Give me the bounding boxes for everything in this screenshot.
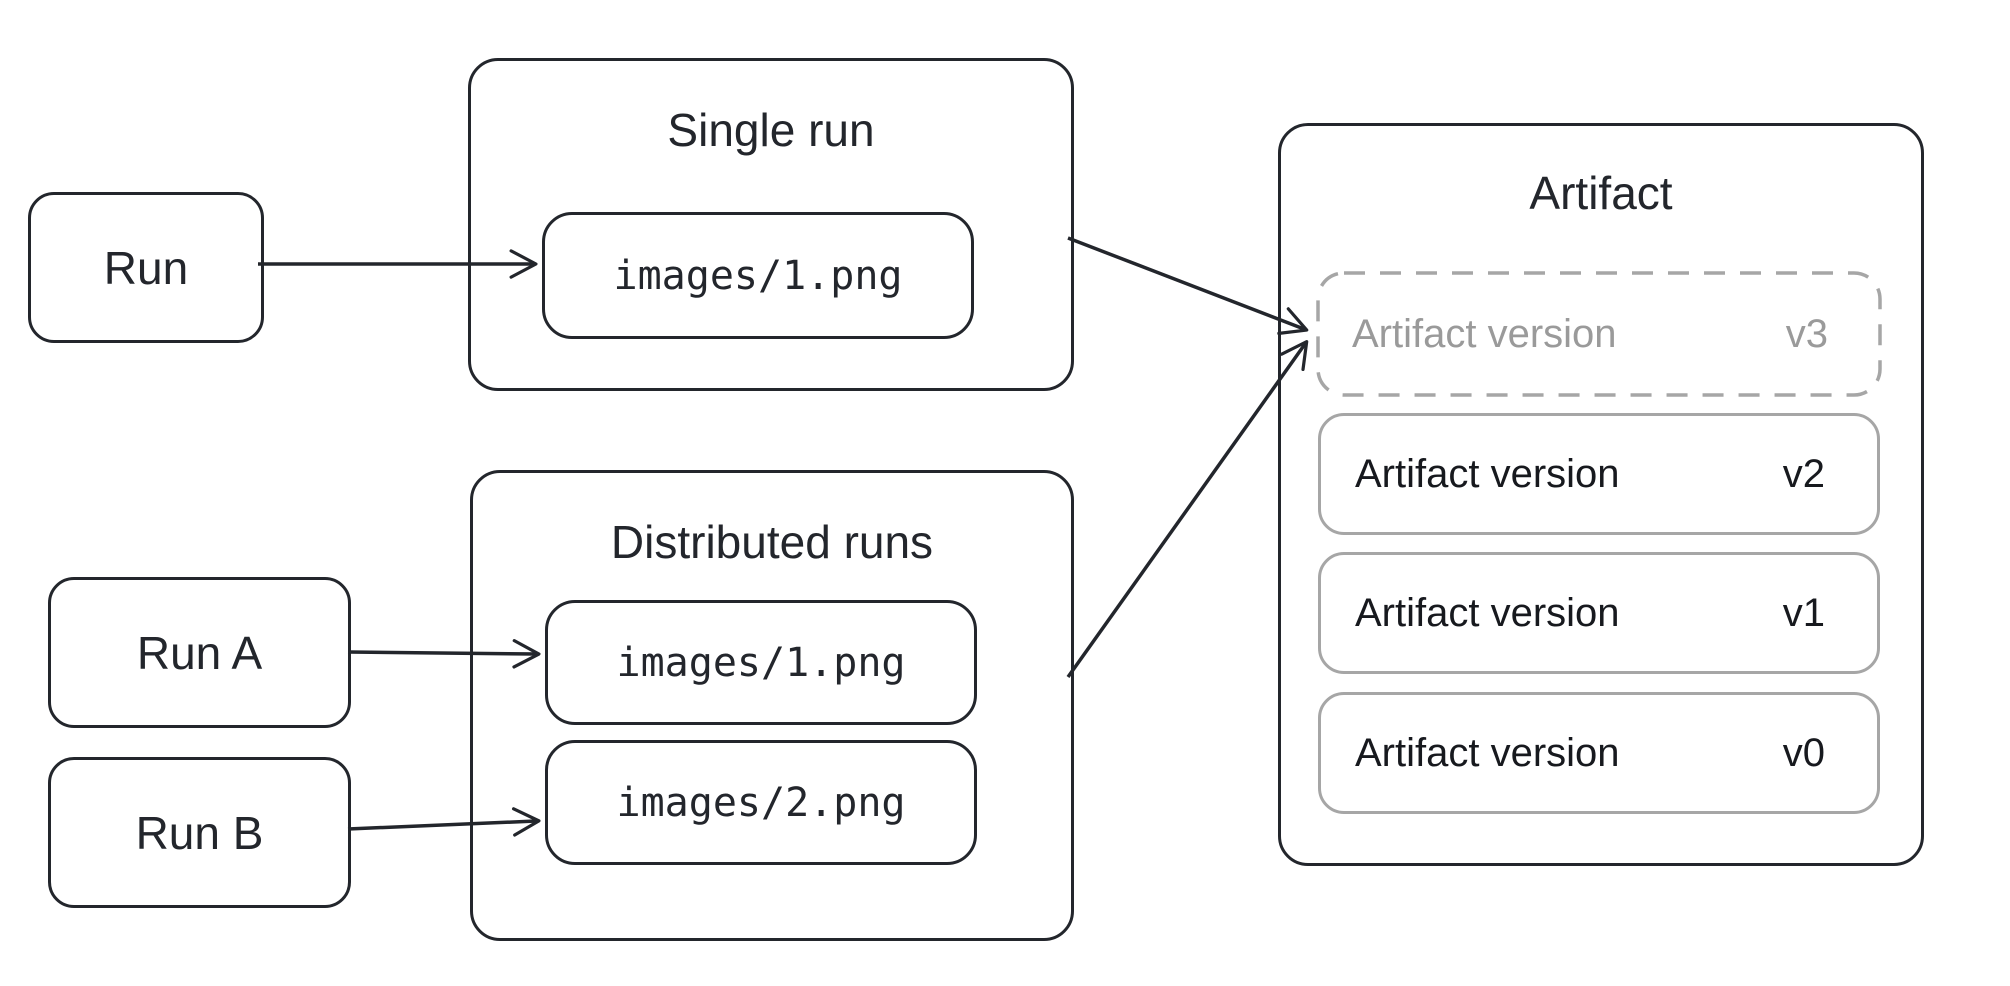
artifact-version-label: Artifact version — [1355, 451, 1620, 496]
node-run-label: Run — [103, 241, 189, 294]
arrow-single-run-to-v3 — [1067, 236, 1309, 335]
arrow-distributed-to-v3 — [1066, 340, 1309, 679]
group-artifact-title: Artifact — [1529, 167, 1673, 219]
file-node-single-images-1: images/1.png — [542, 212, 974, 339]
file-node-label: images/1.png — [616, 639, 906, 686]
artifact-version-row-v2: Artifact version v2 — [1318, 413, 1880, 535]
artifact-version-tag: v1 — [1782, 590, 1825, 635]
artifact-version-label: Artifact version — [1355, 590, 1620, 635]
node-run: Run — [28, 192, 264, 343]
artifact-version-tag: v0 — [1782, 730, 1825, 775]
artifact-version-row-v3: Artifact version v3 — [1318, 273, 1880, 395]
node-run-b: Run B — [48, 757, 351, 908]
artifact-version-tag: v2 — [1782, 451, 1825, 496]
artifact-version-label: Artifact version — [1355, 730, 1620, 775]
file-node-distributed-images-1: images/1.png — [545, 600, 977, 725]
node-run-a-label: Run A — [136, 626, 263, 679]
artifact-version-label: Artifact version — [1352, 311, 1617, 356]
artifact-version-tag: v3 — [1785, 311, 1828, 356]
node-run-b-label: Run B — [135, 806, 264, 859]
file-node-distributed-images-2: images/2.png — [545, 740, 977, 865]
group-distributed-runs-title: Distributed runs — [610, 516, 934, 568]
file-node-label: images/2.png — [616, 779, 906, 826]
group-single-run-title: Single run — [667, 104, 875, 156]
artifact-version-row-v0: Artifact version v0 — [1318, 692, 1880, 814]
node-run-a: Run A — [48, 577, 351, 728]
file-node-label: images/1.png — [613, 252, 903, 299]
artifact-version-row-v1: Artifact version v1 — [1318, 552, 1880, 674]
